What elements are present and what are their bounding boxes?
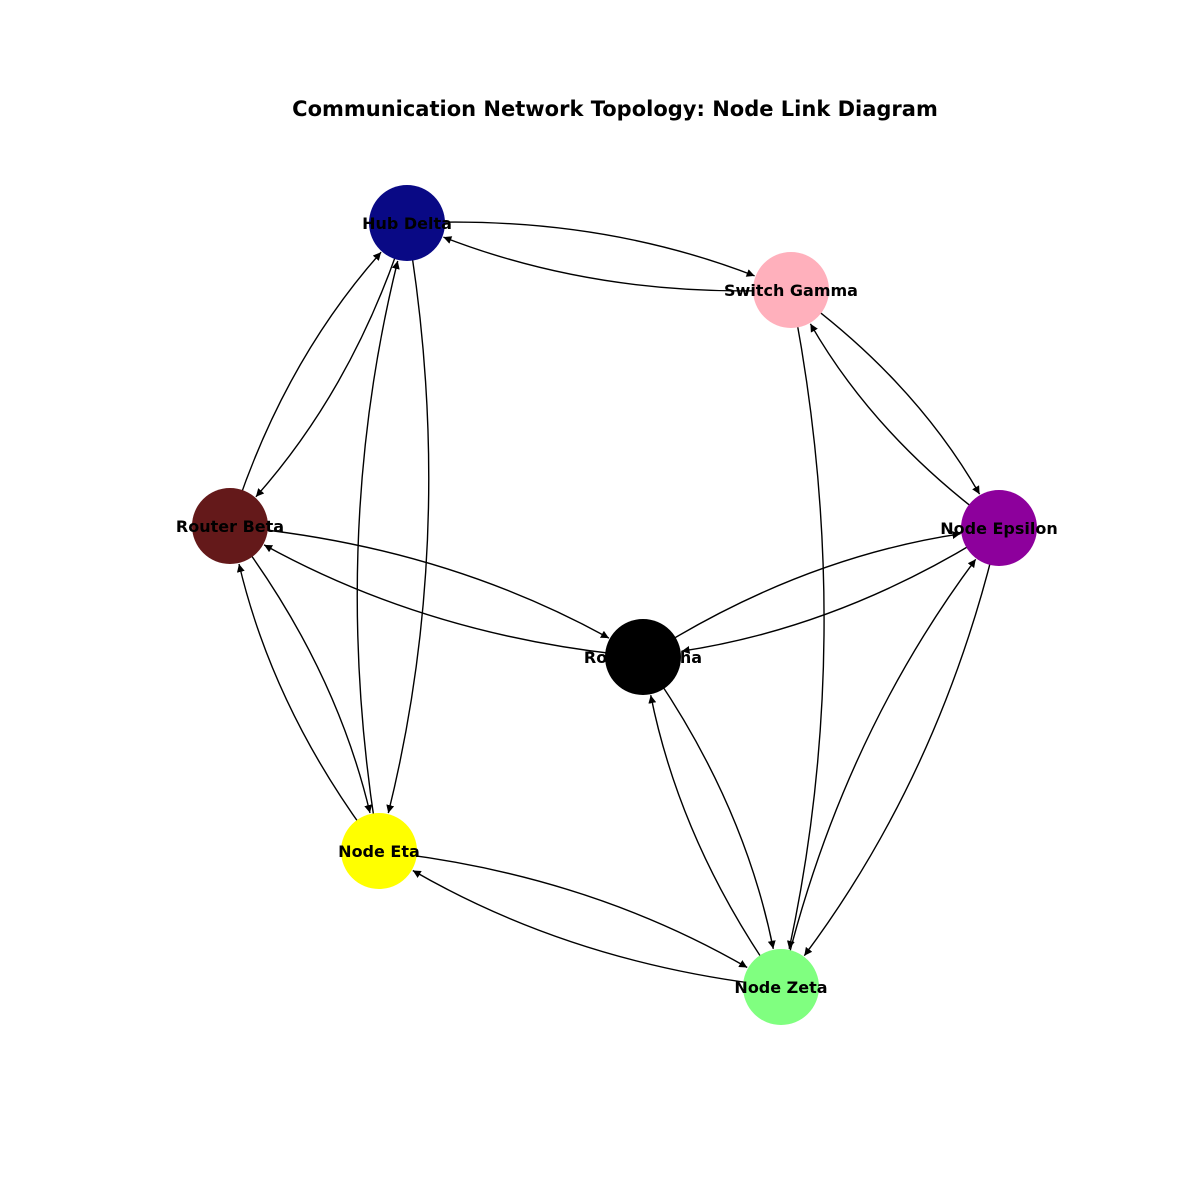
node-label-node-epsilon: Node Epsilon [940,519,1058,538]
edge-router-beta-to-node-eta [243,544,373,814]
edge-node-zeta-to-node-eta [412,869,758,985]
edge-hub-delta-to-switch-gamma [430,221,755,277]
node-node-eta[interactable] [341,813,417,889]
edge-node-eta-to-node-zeta [402,853,748,969]
label-layer: Router Alpha Router Beta Switch Gamma Hub D… [176,214,1058,997]
edge-switch-gamma-to-hub-delta [443,236,768,292]
node-switch-gamma[interactable] [753,252,829,328]
edge-router-beta-to-router-alpha [253,527,610,639]
edge-switch-gamma-to-node-zeta [786,313,825,950]
diagram-title: Communication Network Topology: Node Lin… [292,97,938,121]
node-label-node-zeta: Node Zeta [734,978,827,997]
node-layer [192,185,1037,1025]
edge-hub-delta-to-node-eta [386,246,430,814]
edge-node-eta-to-hub-delta [356,260,400,828]
edge-node-zeta-to-router-alpha [648,695,769,968]
node-router-alpha[interactable] [605,619,681,695]
edge-router-alpha-to-node-zeta [655,676,776,949]
edge-node-epsilon-to-router-alpha [681,539,979,654]
edge-node-epsilon-to-switch-gamma [809,323,981,514]
node-label-switch-gamma: Switch Gamma [724,281,858,300]
node-router-beta[interactable] [192,488,268,564]
node-label-node-eta: Node Eta [338,842,420,861]
edge-switch-gamma-to-node-epsilon [809,304,981,495]
edge-router-alpha-to-router-beta [263,544,620,656]
edge-node-zeta-to-node-epsilon [786,558,977,964]
node-hub-delta[interactable] [369,185,445,261]
edge-node-epsilon-to-node-zeta [803,551,994,957]
edge-router-beta-to-hub-delta [237,251,382,504]
edge-router-alpha-to-node-epsilon [663,531,961,646]
node-label-router-beta: Router Beta [176,517,284,536]
edge-layer [236,221,994,985]
edge-hub-delta-to-router-beta [255,245,400,498]
node-label-hub-delta: Hub Delta [362,214,452,233]
node-label-router-alpha: Router Alpha [584,648,702,667]
node-node-zeta[interactable] [743,949,819,1025]
edge-node-eta-to-router-beta [236,563,366,833]
node-node-epsilon[interactable] [961,490,1037,566]
